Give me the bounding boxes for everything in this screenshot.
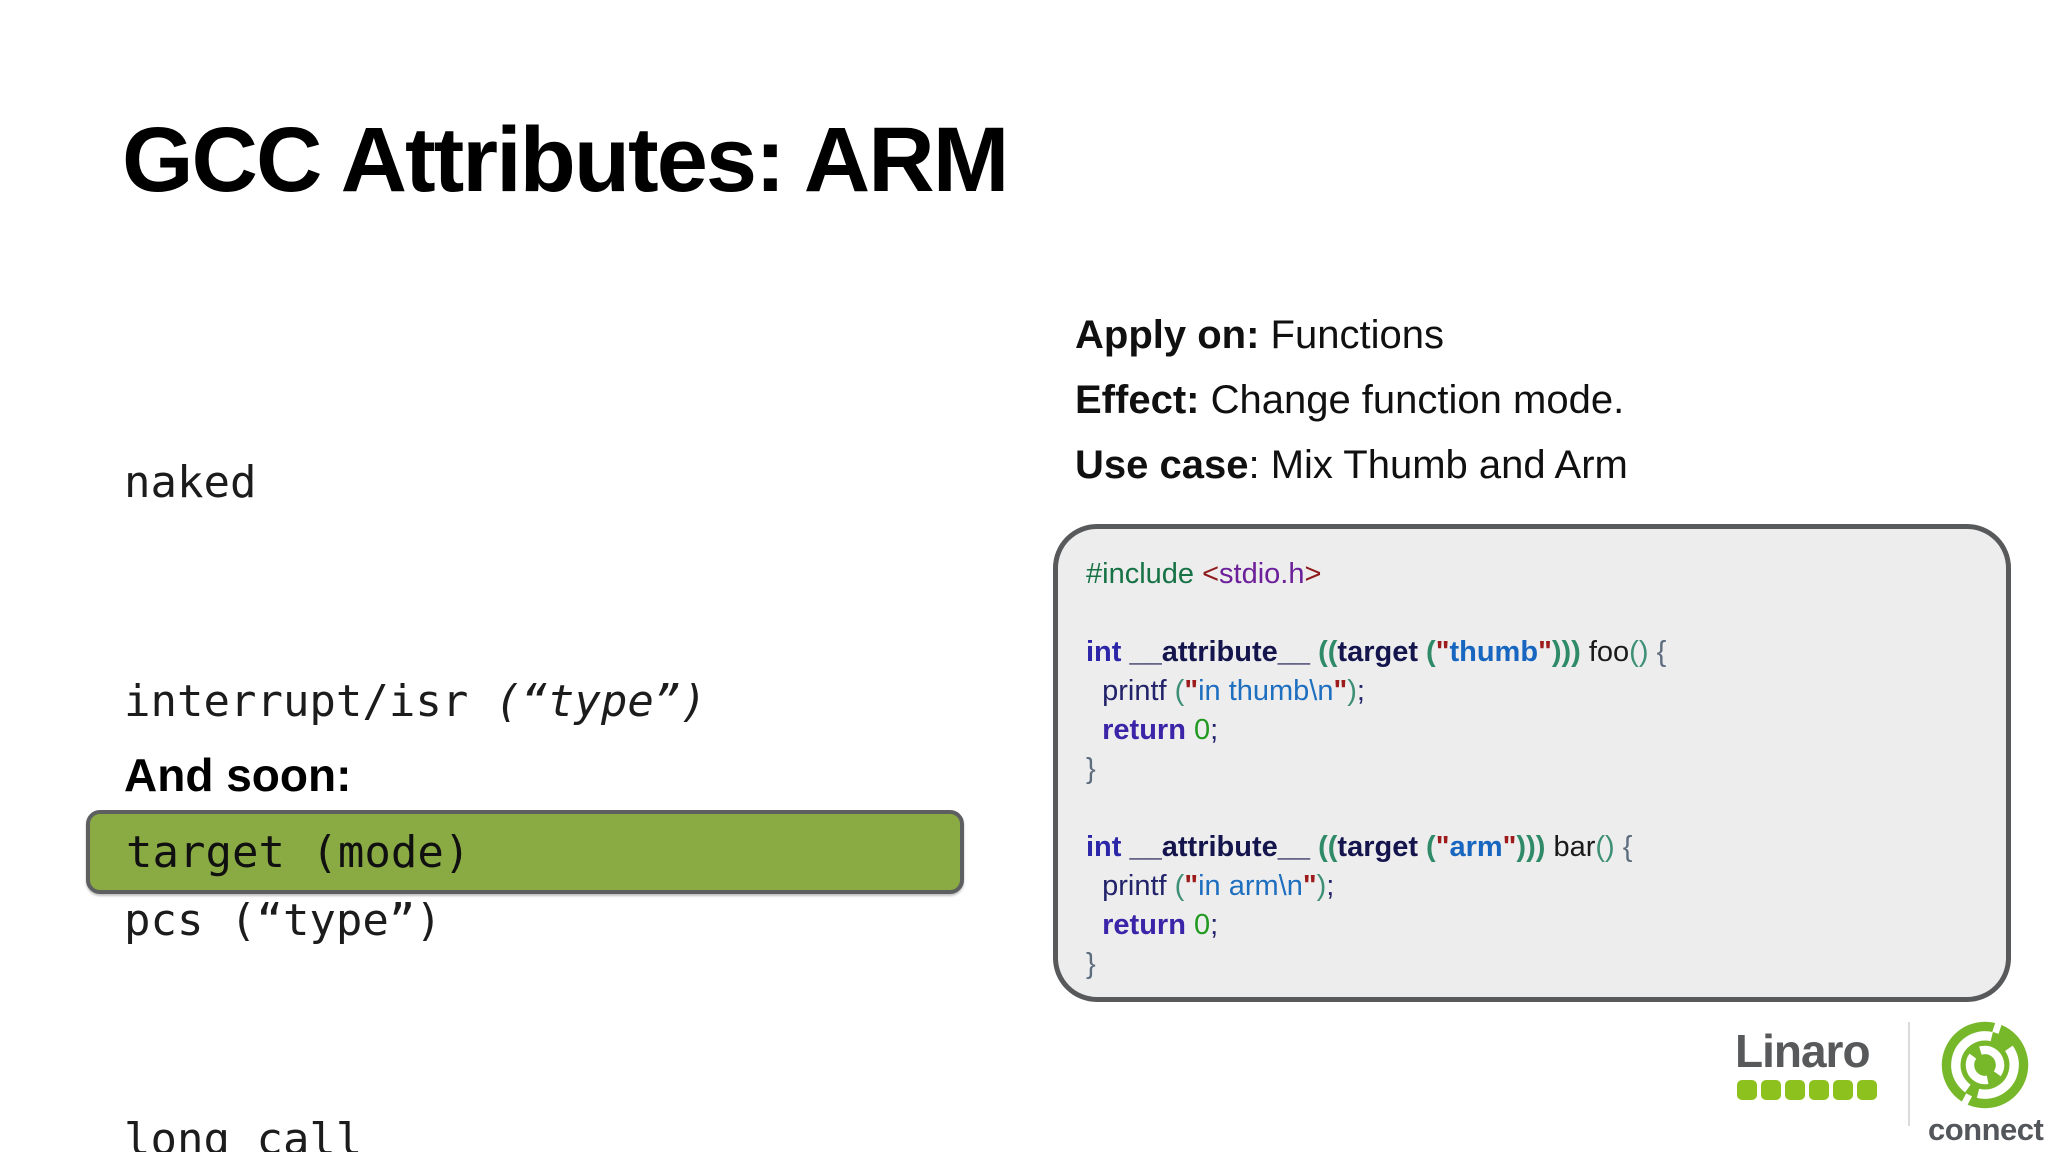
info-line-use-case: Use case: Mix Thumb and Arm — [1075, 443, 1628, 487]
code-line: printf ("in arm\n"); — [1086, 870, 1335, 902]
attribute-list: naked interrupt/isr (“type”) pcs (“type”… — [124, 300, 707, 1152]
code-line: return 0; — [1102, 714, 1219, 746]
list-item: interrupt/isr (“type”) — [124, 676, 707, 727]
info-panel: Apply on: Functions Effect: Change funct… — [1075, 303, 1628, 498]
linaro-squares-row — [1737, 1080, 1877, 1100]
list-item: long_call — [124, 1114, 363, 1152]
info-line-apply-on: Apply on: Functions — [1075, 313, 1444, 357]
info-line-effect: Effect: Change function mode. — [1075, 378, 1625, 422]
and-soon-label: And soon: — [124, 749, 352, 801]
code-line — [1086, 594, 2006, 633]
code-line: #include <stdio.h> — [1086, 558, 1322, 590]
code-line: } — [1086, 753, 1096, 785]
connect-label: connect — [1928, 1112, 2044, 1147]
code-line — [1086, 789, 2006, 828]
list-item: pcs (“type”) — [124, 895, 442, 946]
target-mode-highlight: target (mode) — [86, 810, 964, 894]
list-item: naked — [124, 457, 257, 508]
slide-title: GCC Attributes: ARM — [122, 109, 1009, 211]
linaro-wordmark: Linaro — [1735, 1025, 1871, 1077]
code-line: printf ("in thumb\n"); — [1086, 675, 1365, 707]
code-line: return 0; — [1102, 909, 1219, 941]
code-line: } — [1086, 948, 1096, 980]
list-item-emphasis: (“type”) — [494, 676, 707, 727]
code-block: #include <stdio.h> int __attribute__ ((t… — [1053, 524, 2011, 1002]
footer-divider — [1908, 1022, 1910, 1126]
linaro-connect-icon — [1938, 1018, 2032, 1117]
highlight-text: target (mode) — [126, 826, 471, 878]
code-line: int __attribute__ ((target ("thumb"))) f… — [1086, 636, 1667, 668]
code-line: int __attribute__ ((target ("arm"))) bar… — [1086, 831, 1633, 863]
